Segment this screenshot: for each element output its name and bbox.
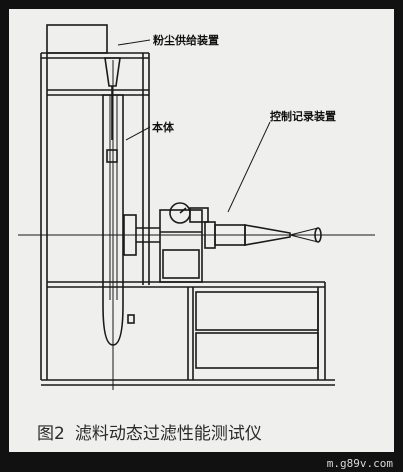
filter-tester-diagram: 粉尘供给装置 本体 控制记录装置 xyxy=(18,24,375,390)
figure-number: 图2 xyxy=(37,424,65,444)
figure-title: 滤料动态过滤性能测试仪 xyxy=(74,424,262,444)
instrument-column xyxy=(159,209,203,283)
feeder-box xyxy=(46,24,108,54)
filter-holder xyxy=(123,214,137,256)
label-powder-feeder: 粉尘供给装置 xyxy=(153,33,219,47)
tube-port xyxy=(106,149,118,163)
label-control-recorder: 控制记录装置 xyxy=(270,109,336,123)
cabinet-drawer-top xyxy=(195,291,319,331)
figure-caption: 图2 滤料动态过滤性能测试仪 xyxy=(37,419,272,444)
feed-hopper xyxy=(104,57,121,87)
recorder-leader xyxy=(227,121,271,213)
watermark-text: m.g89v.com xyxy=(326,457,393,470)
label-main-body: 本体 xyxy=(152,120,175,134)
optical-lens xyxy=(314,227,322,243)
body-leader xyxy=(125,126,151,141)
feeder-leader xyxy=(117,39,151,46)
recorder-nozzle xyxy=(244,224,291,246)
figure-panel: 粉尘供给装置 本体 控制记录装置 图2 滤料动态过滤性能测试仪 xyxy=(9,9,394,452)
cabinet-drawer-bottom xyxy=(195,332,319,369)
